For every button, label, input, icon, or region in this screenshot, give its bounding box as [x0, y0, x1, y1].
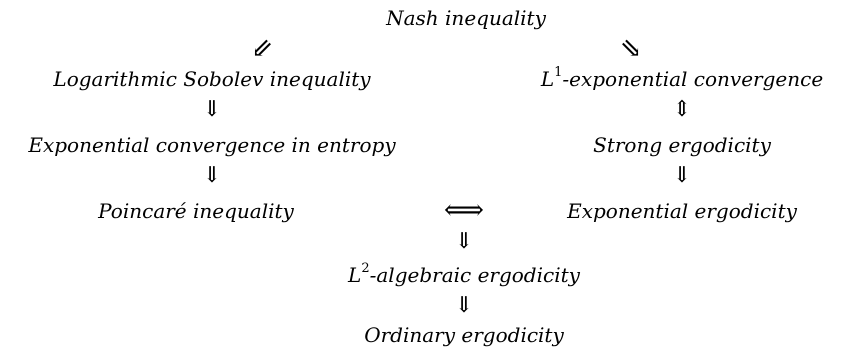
arrow-l1-strong-equivalence: ⇕	[672, 97, 692, 122]
arrow-poincare-exponential-equivalence: ⟺	[443, 193, 485, 226]
arrow-nash-to-l1-convergence: ⇘	[620, 34, 642, 64]
node-l2-algebraic-ergodicity: L2-algebraic ergodicity	[348, 262, 580, 288]
l1-symbol: L	[540, 67, 555, 91]
node-ordinary-ergodicity: Ordinary ergodicity	[364, 323, 564, 347]
arrow-equivalence-to-l2: ⇓	[454, 229, 474, 254]
node-logarithmic-sobolev-inequality: Logarithmic Sobolev inequality	[53, 67, 371, 91]
node-strong-ergodicity: Strong ergodicity	[593, 133, 771, 157]
node-poincare-inequality: Poincaré inequality	[98, 199, 294, 223]
node-nash-inequality: Nash inequality	[386, 6, 546, 30]
l2-superscript: 2	[361, 261, 370, 277]
arrow-entropy-to-poincare: ⇓	[202, 163, 222, 188]
node-l1-exponential-convergence: L1-exponential convergence	[541, 66, 823, 92]
arrow-log-sobolev-to-entropy: ⇓	[202, 97, 222, 122]
arrow-l2-to-ordinary: ⇓	[454, 293, 474, 318]
arrow-strong-to-exponential-ergodicity: ⇓	[672, 163, 692, 188]
l1-superscript: 1	[554, 65, 563, 81]
l2-text: -algebraic ergodicity	[369, 263, 580, 287]
node-exponential-ergodicity: Exponential ergodicity	[567, 199, 797, 223]
l2-symbol: L	[348, 263, 362, 287]
node-exponential-convergence-in-entropy: Exponential convergence in entropy	[28, 133, 396, 157]
arrow-nash-to-log-sobolev: ⇙	[251, 34, 273, 64]
l1-text: -exponential convergence	[562, 67, 824, 91]
